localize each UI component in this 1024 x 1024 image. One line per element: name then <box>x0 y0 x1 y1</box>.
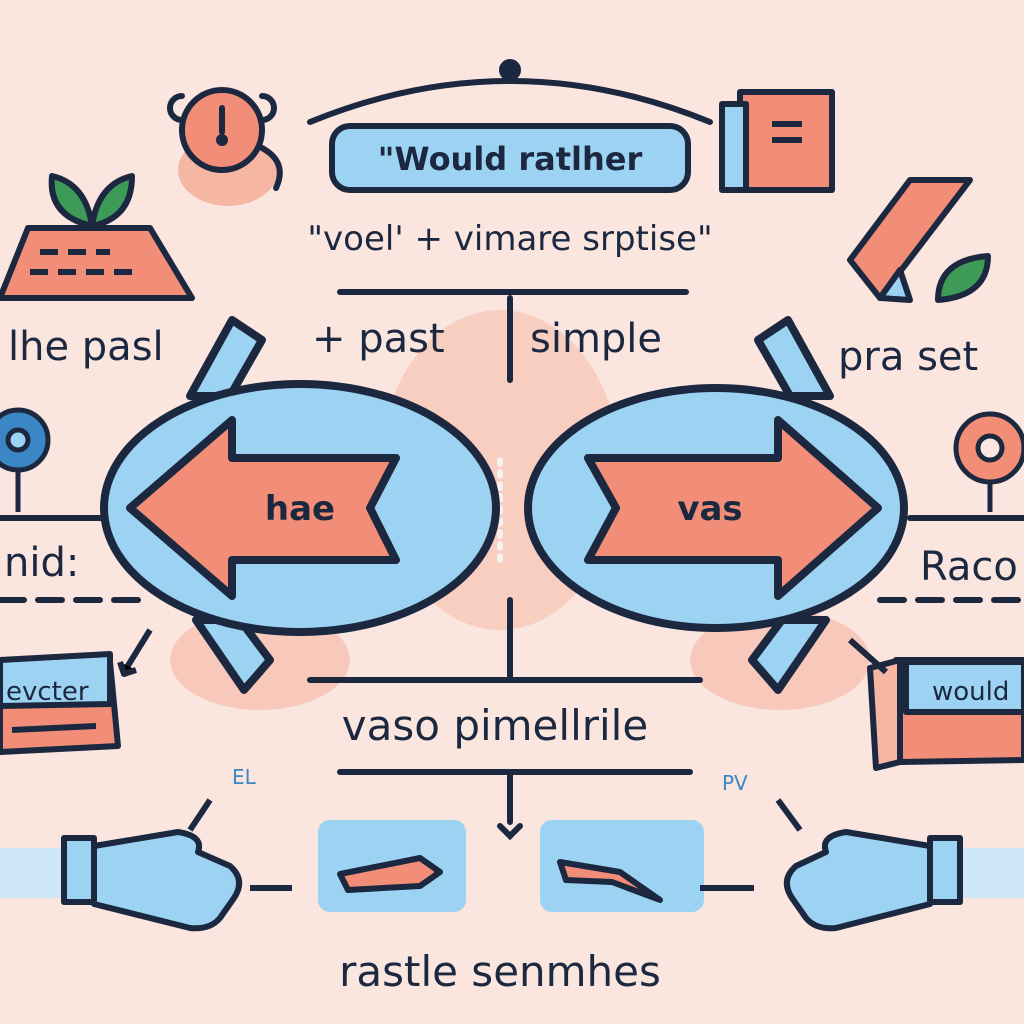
bottom-phrase: rastle senmhes <box>339 947 661 996</box>
clock-icon <box>170 90 280 206</box>
title-box-text: "Would ratlher <box>378 140 643 178</box>
hand-icon-left <box>64 800 239 928</box>
right-arrow-text: vas <box>677 489 742 529</box>
scribble-left: EL <box>232 765 257 789</box>
left-label: lhe pasl <box>8 324 164 370</box>
bone-icon-box <box>250 820 466 912</box>
subtitle-text: "voel' + vimare srptise" <box>307 219 712 259</box>
right-label: pra set <box>838 334 978 380</box>
center-left-label: + past <box>312 316 445 362</box>
right-book-text: would <box>932 677 1009 707</box>
left-book-text: evcter <box>6 677 89 707</box>
mid-left-text: nid: <box>4 540 79 586</box>
top-arc <box>310 62 710 122</box>
scribble-right: PV <box>722 771 748 795</box>
center-phrase: vaso pimellrile <box>342 701 648 750</box>
pen-icon-box <box>540 820 754 912</box>
flower-icon-left <box>0 410 48 512</box>
center-right-label: simple <box>530 316 662 362</box>
plant-icon <box>0 176 192 298</box>
left-arrow-text: hae <box>265 489 335 529</box>
book-icon <box>722 92 832 190</box>
mid-right-text: Raco <box>920 544 1018 590</box>
hand-icon-right <box>778 800 960 928</box>
flower-icon-right <box>956 414 1024 512</box>
pencil-icon <box>850 180 988 300</box>
